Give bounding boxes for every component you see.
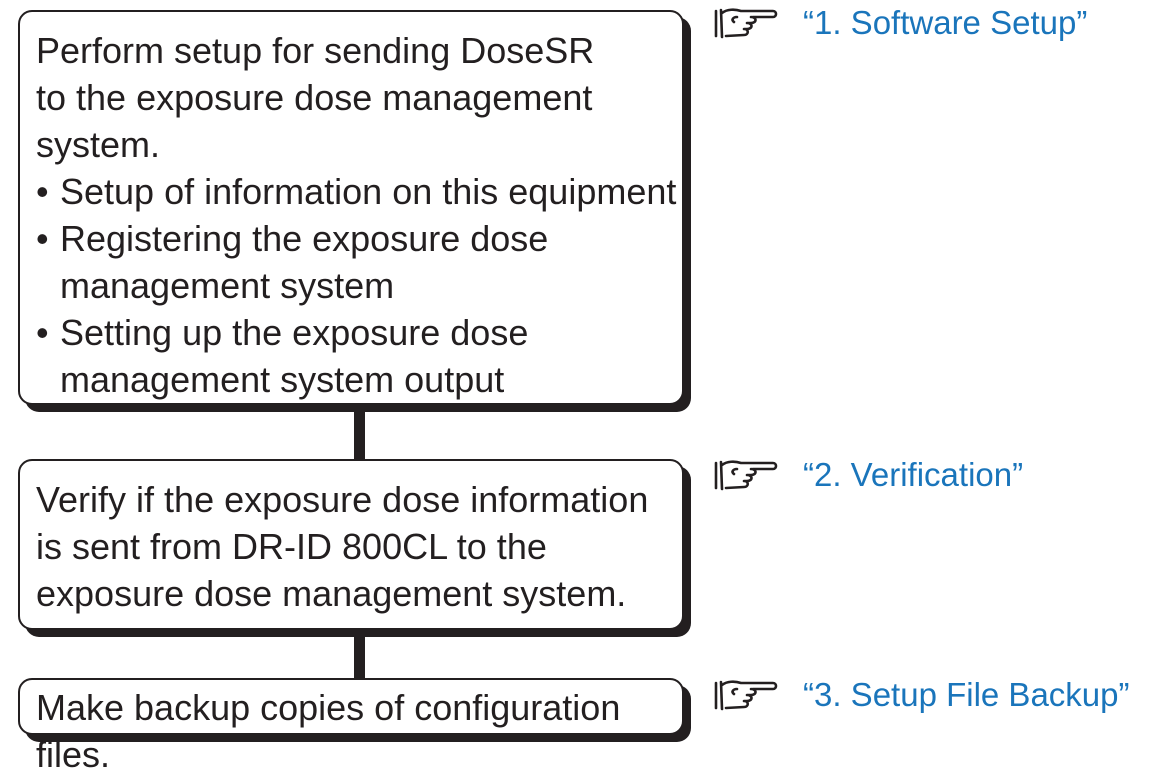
pointing-hand-icon xyxy=(714,680,778,711)
step-text-line: to the exposure dose management xyxy=(36,77,593,118)
bullet-text-line: Setup of information on this equipment xyxy=(60,171,677,212)
bullet-text-line: Registering the exposure dose xyxy=(60,218,549,259)
reference-link-software-setup[interactable]: “1. Software Setup” xyxy=(713,0,1087,46)
reference-link-setup-file-backup[interactable]: “3. Setup File Backup” xyxy=(713,672,1130,718)
pointing-hand-icon xyxy=(714,8,778,39)
step-text-line: Make backup copies of configuration file… xyxy=(36,687,621,775)
bullet-dot: • xyxy=(36,312,49,353)
bullet-item: • Setting up the exposure dose managemen… xyxy=(36,309,682,403)
reference-text: “2. Verification” xyxy=(803,456,1024,493)
step-box-software-setup: Perform setup for sending DoseSR to the … xyxy=(18,10,684,405)
step-box-setup-file-backup: Make backup copies of configuration file… xyxy=(18,678,684,775)
reference-link-verification[interactable]: “2. Verification” xyxy=(713,452,1023,498)
reference-text: “3. Setup File Backup” xyxy=(803,676,1130,713)
bullet-dot: • xyxy=(36,218,49,259)
step-text-line: Verify if the exposure dose information xyxy=(36,479,649,520)
reference-text: “1. Software Setup” xyxy=(803,4,1088,41)
bullet-text-line: management system xyxy=(60,265,395,306)
step-text-line: exposure dose management system. xyxy=(36,573,627,614)
step-text-line: is sent from DR-ID 800CL to the xyxy=(36,526,547,567)
step-box-verification: Verify if the exposure dose information … xyxy=(18,459,684,630)
bullet-item: • Setup of information on this equipment xyxy=(36,168,682,215)
bullet-text-line: Setting up the exposure dose xyxy=(60,312,529,353)
bullet-text-line: management system output xyxy=(60,359,505,400)
flow-connector xyxy=(354,410,365,462)
bullet-item: • Registering the exposure dose manageme… xyxy=(36,215,682,309)
pointing-hand-icon xyxy=(714,460,778,491)
step-text-line: system. xyxy=(36,124,161,165)
step-text-line: Perform setup for sending DoseSR xyxy=(36,30,595,71)
flow-connector xyxy=(354,635,365,681)
bullet-dot: • xyxy=(36,171,49,212)
